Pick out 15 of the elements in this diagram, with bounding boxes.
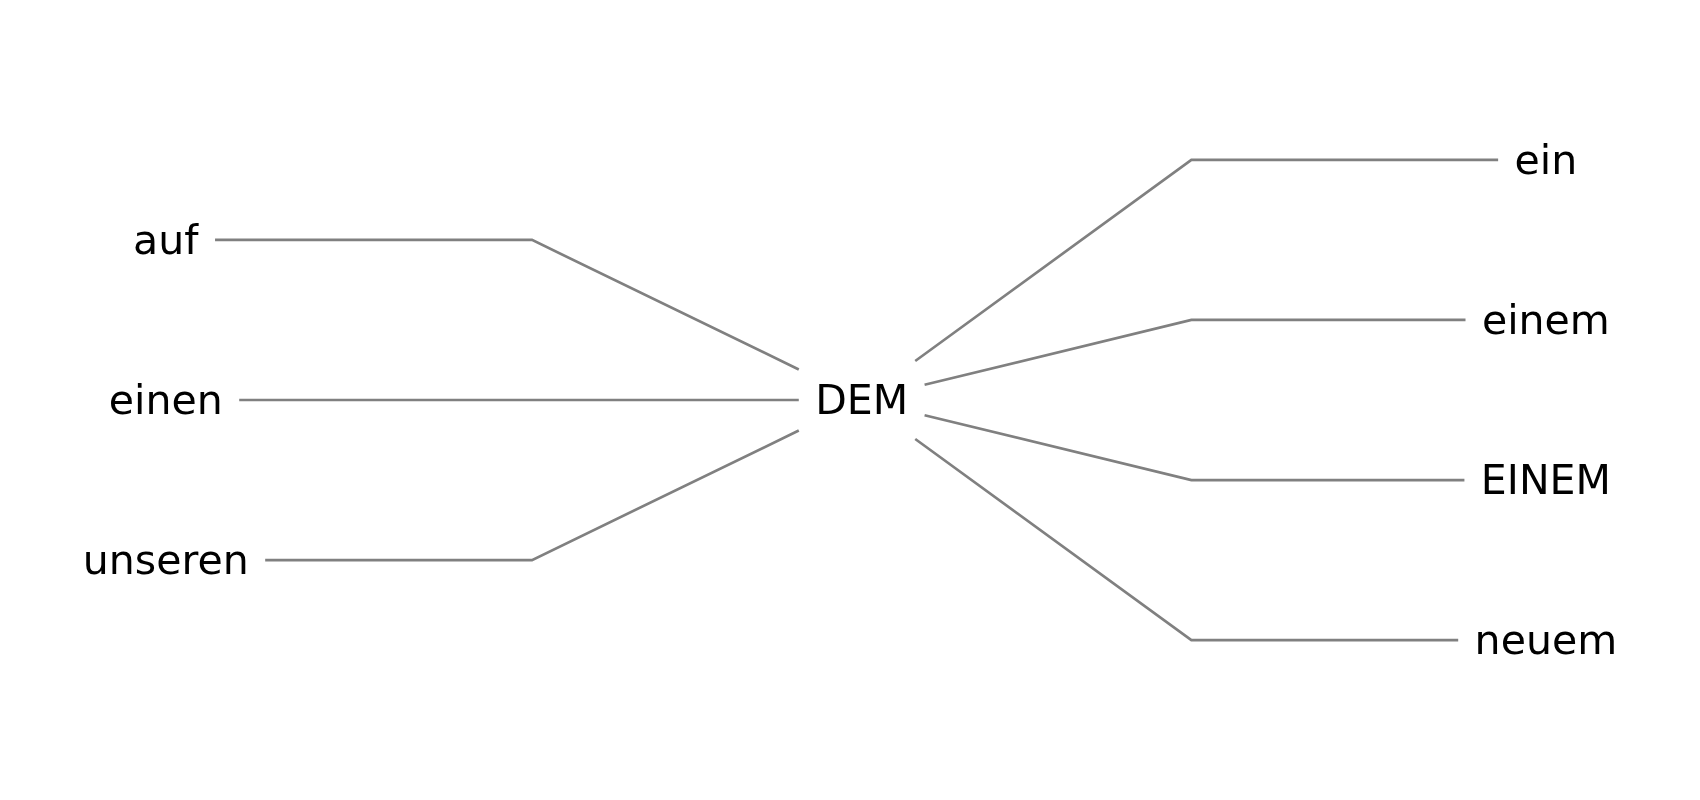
connector bbox=[914, 158, 1499, 363]
connector bbox=[924, 318, 1466, 387]
connector bbox=[924, 413, 1465, 482]
node-text: einem bbox=[1481, 295, 1610, 345]
node-text: DEM bbox=[815, 375, 909, 425]
node-text: neuem bbox=[1474, 615, 1618, 665]
connector bbox=[215, 238, 800, 371]
connector bbox=[239, 398, 799, 402]
connector bbox=[914, 437, 1459, 642]
node-text: auf bbox=[132, 215, 199, 265]
connector bbox=[265, 429, 800, 562]
node-text: ein bbox=[1514, 135, 1578, 185]
node-text: unseren bbox=[82, 535, 249, 585]
node-text: EINEM bbox=[1480, 455, 1611, 505]
node-text: einen bbox=[108, 375, 223, 425]
